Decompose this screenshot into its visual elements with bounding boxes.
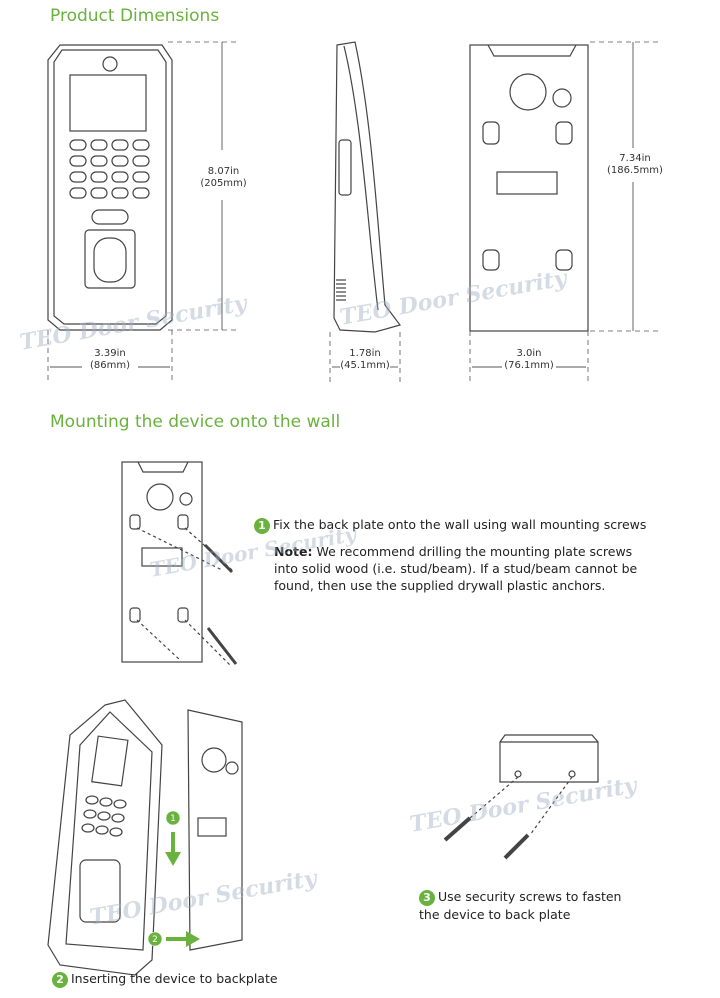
screw-fastening-illustration: [443, 734, 599, 860]
product-dimensions-heading: Product Dimensions: [50, 6, 220, 26]
dimension-lines: [47, 41, 660, 382]
svg-text:2: 2: [152, 935, 158, 945]
note-label: Note:: [274, 544, 313, 559]
step2-badge: 2: [52, 971, 68, 988]
step3-label: Use security screws to fasten the device…: [419, 889, 622, 922]
front-view-device: [47, 44, 173, 331]
insertion-illustration: [47, 699, 243, 976]
step1-label: Fix the back plate onto the wall using w…: [273, 517, 647, 532]
side-view-device: [333, 41, 402, 333]
mounting-plate: [121, 461, 238, 666]
step2-label: Inserting the device to backplate: [71, 971, 278, 986]
note-body: We recommend drilling the mounting plate…: [274, 544, 638, 593]
step-arrows: [165, 832, 200, 947]
back-view-device: [469, 44, 589, 332]
step3-badge: 3: [419, 889, 435, 906]
mounting-heading: Mounting the device onto the wall: [50, 412, 341, 432]
step1-badge: 1: [254, 517, 270, 534]
note-text: Note: We recommend drilling the mounting…: [274, 543, 654, 594]
svg-text:1: 1: [170, 814, 176, 824]
side-depth-label: 1.78in (45.1mm): [340, 348, 390, 371]
back-width-label: 3.0in (76.1mm): [504, 348, 554, 371]
front-width-label: 3.39in (86mm): [89, 348, 130, 371]
back-height-label: 7.34in (186.5mm): [607, 153, 663, 176]
front-height-label: 8.07in (205mm): [200, 166, 247, 189]
